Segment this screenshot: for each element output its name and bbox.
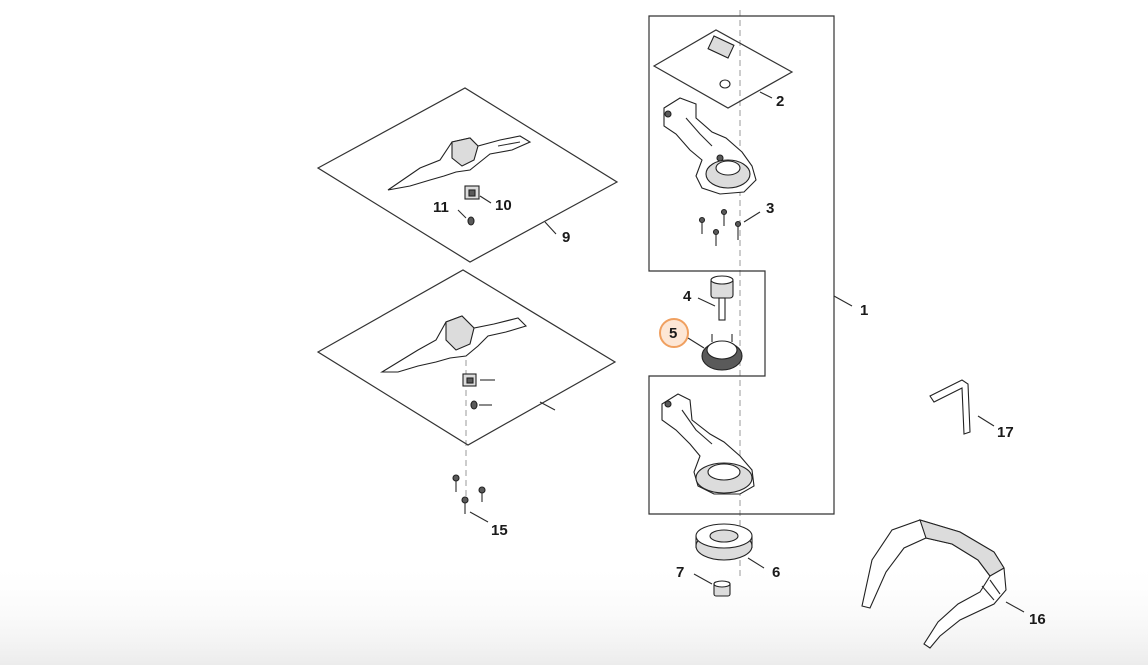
part-7-nut[interactable] [713,580,731,597]
part-17-hex-key[interactable] [929,379,971,435]
callout-6[interactable]: 6 [772,564,780,581]
leader-6 [747,557,765,569]
svg-text:10: 10 [495,197,512,214]
svg-text:16: 16 [1029,611,1046,628]
kit-lower-group [316,269,617,446]
part-2-frame [652,29,794,109]
kit-lower-frame [316,269,617,446]
callout-16[interactable]: 16 [1029,611,1046,628]
callout-1[interactable]: 1 [860,302,868,319]
lever-lower[interactable] [380,315,528,373]
part-2-small-parts[interactable] [707,35,735,89]
part-10-block[interactable] [464,185,480,200]
svg-text:9: 9 [562,229,570,246]
callout-15[interactable]: 15 [491,522,508,539]
callout-5-highlighted[interactable]: 5 [659,318,689,348]
leader-16 [1005,601,1025,613]
callout-7[interactable]: 7 [676,564,684,581]
assembly-1-frame [648,15,835,515]
part-6-cap[interactable] [695,523,753,561]
svg-text:7: 7 [676,564,684,581]
lever-upper[interactable] [387,135,532,191]
callout-2[interactable]: 2 [776,93,784,110]
kit-9-group [316,87,619,263]
part-4-shaft[interactable] [710,275,734,321]
lower-housing[interactable] [661,393,755,495]
callout-3[interactable]: 3 [766,200,774,217]
lower-screw[interactable] [470,400,478,410]
leader-3 [743,211,761,223]
callout-10[interactable]: 10 [495,197,512,214]
svg-text:5: 5 [669,325,677,342]
leader-1 [833,295,853,307]
leader-4 [697,297,716,307]
callout-4[interactable]: 4 [683,288,692,305]
svg-text:6: 6 [772,564,780,581]
leader-11 [457,209,467,219]
part-5-ring[interactable] [701,334,743,371]
part-2-kit [652,29,794,109]
upper-housing[interactable] [663,97,757,195]
svg-text:15: 15 [491,522,508,539]
svg-text:1: 1 [860,302,868,319]
leader-9 [544,221,557,235]
part-16-glasses[interactable] [861,519,1007,649]
part-15-screws[interactable] [452,474,486,514]
part-3-screws[interactable] [698,208,742,247]
leader-17 [977,415,995,427]
svg-text:17: 17 [997,424,1014,441]
leader-2 [759,91,773,99]
svg-text:2: 2 [776,93,784,110]
part-11-screw[interactable] [467,216,475,226]
leader-15 [469,511,489,523]
svg-text:3: 3 [766,200,774,217]
svg-text:4: 4 [683,288,692,305]
leader-10 [479,195,492,204]
leader-5 [687,337,705,349]
leader-lower-kit [539,401,556,411]
leader-7 [693,573,713,585]
kit-9-frame [316,87,619,263]
lower-block[interactable] [462,373,477,387]
callout-11[interactable]: 11 [433,199,449,216]
callout-17[interactable]: 17 [997,424,1014,441]
callout-9[interactable]: 9 [562,229,570,246]
svg-text:11: 11 [433,199,449,216]
callout-5-highlight-ring [659,318,689,348]
